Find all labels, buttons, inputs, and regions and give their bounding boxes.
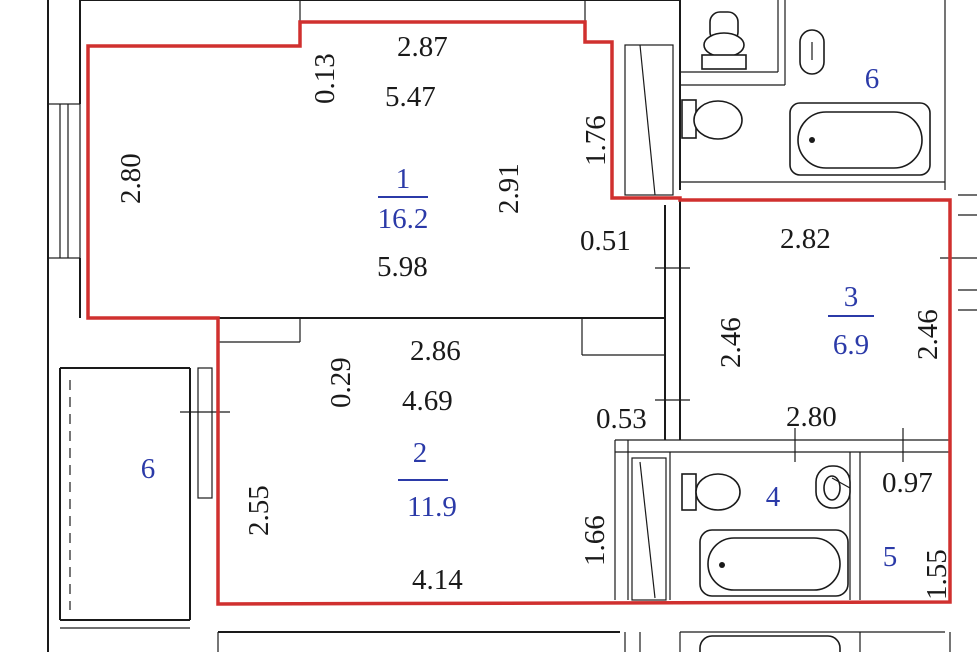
apartment-outline: [86, 20, 952, 606]
room-2-dimensions: 2.86 0.29 4.69 2.55 4.14 1.66 0.53: [243, 335, 647, 596]
room-6-left-number: 6: [141, 453, 156, 485]
room-3-dimensions: 2.82 2.46 2.46 2.80: [715, 223, 944, 433]
exterior-walls: [47, 0, 680, 652]
dim-room1-left: 2.80: [115, 153, 147, 204]
dim-room1-center: 2.91: [493, 163, 525, 214]
room-4-number: 4: [766, 481, 781, 513]
room-1-label: 1 16.2: [378, 163, 429, 235]
room-1-area: 16.2: [378, 203, 429, 235]
dim-room2-right-step: 1.66: [579, 515, 611, 566]
window-left: [47, 103, 81, 259]
interior-walls: [218, 194, 977, 600]
loggia-left: [59, 367, 230, 629]
dim-room2-top: 2.86: [410, 335, 461, 367]
bathroom-4: [631, 457, 851, 601]
dim-room2-left: 2.55: [243, 485, 275, 536]
room-1-dimensions: 2.87 0.13 5.47 2.80 2.91 1.76 5.98 0.51: [115, 31, 631, 283]
dim-room3-right: 2.46: [912, 309, 944, 360]
dim-room2-right-offset: 0.53: [596, 403, 647, 435]
room-5-number: 5: [883, 541, 898, 573]
room-3-area: 6.9: [833, 329, 869, 361]
lower-partial-plan: [217, 631, 951, 652]
dim-room1-right-step: 1.76: [580, 115, 612, 166]
dim-room1-inner: 5.47: [385, 81, 436, 113]
bathroom-top-right: [624, 0, 946, 196]
room-2-area: 11.9: [407, 491, 457, 523]
room-2-number: 2: [413, 437, 428, 469]
dim-room2-inner: 4.69: [402, 385, 453, 417]
room-2-label: 2 11.9: [398, 437, 457, 523]
dim-room1-bottom: 5.98: [377, 251, 428, 283]
dim-room1-right-offset: 0.51: [580, 225, 631, 257]
room-6-right-number: 6: [865, 63, 880, 95]
room-3-label: 3 6.9: [828, 281, 874, 361]
dim-room3-left: 2.46: [715, 317, 747, 368]
dim-room2-bottom: 4.14: [412, 564, 463, 596]
dim-room5-width: 0.97: [882, 467, 933, 499]
room-3-number: 3: [844, 281, 859, 313]
room-5-dimensions: 0.97 1.55: [882, 467, 953, 600]
dim-room5-height: 1.55: [921, 549, 953, 600]
dim-room3-bottom: 2.80: [786, 401, 837, 433]
room-1-number: 1: [396, 163, 411, 195]
dim-room1-top: 2.87: [397, 31, 448, 63]
dim-room1-top-step: 0.13: [309, 53, 341, 104]
dim-room3-top: 2.82: [780, 223, 831, 255]
dim-room2-top-step: 0.29: [325, 357, 357, 408]
